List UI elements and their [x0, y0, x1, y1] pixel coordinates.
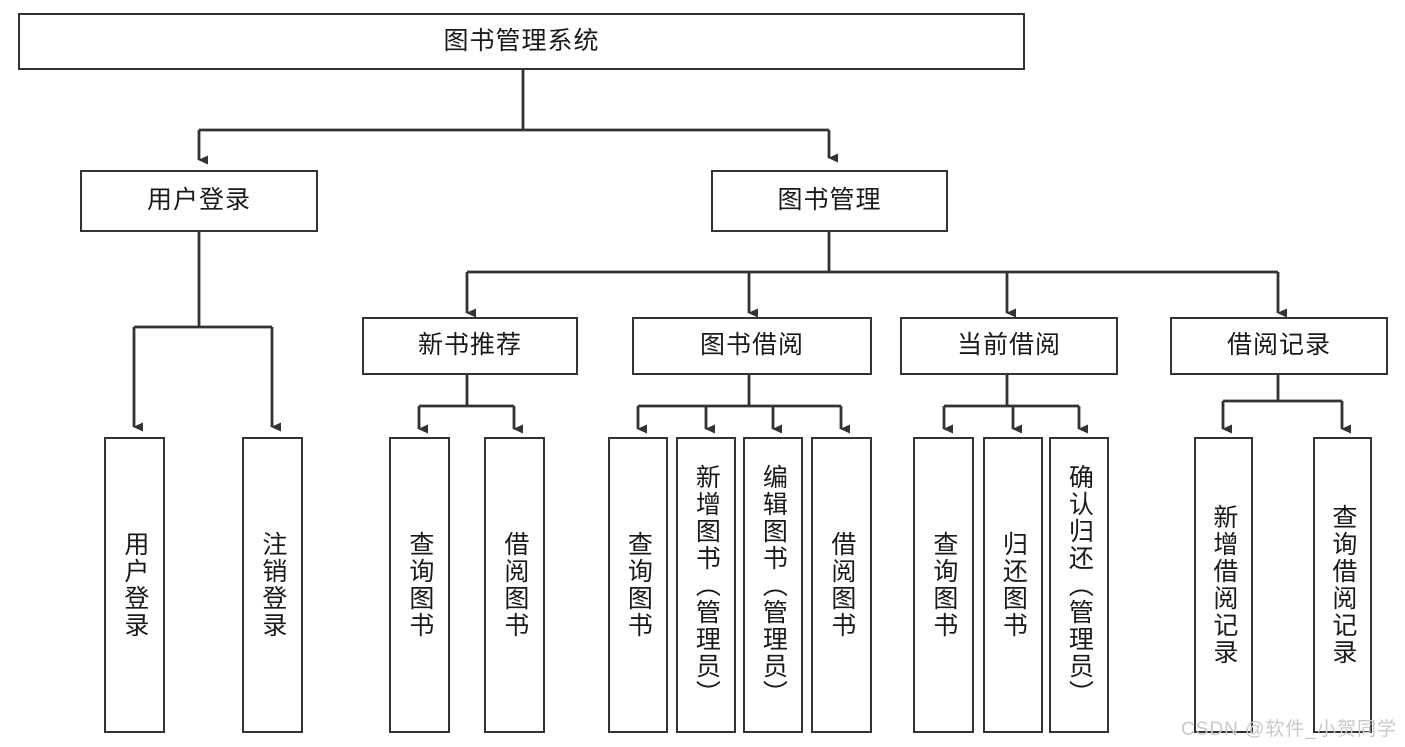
leaf-borrow-book[interactable]: 借阅图书 [811, 437, 872, 733]
node-label: 新增借阅记录 [1209, 504, 1238, 666]
node-label: 查询图书 [624, 531, 653, 639]
node-label: 确认归还（管理员） [1065, 463, 1094, 707]
node-root-system[interactable]: 图书管理系统 [18, 13, 1025, 70]
node-label: 查询借阅记录 [1328, 504, 1357, 666]
node-borrow-records[interactable]: 借阅记录 [1170, 317, 1388, 375]
node-label: 图书管理系统 [443, 26, 600, 55]
node-label: 查询图书 [929, 531, 958, 639]
leaf-query-book-borrow[interactable]: 查询图书 [608, 437, 668, 733]
leaf-user-login[interactable]: 用户登录 [104, 437, 165, 733]
node-label: 图书管理 [777, 186, 882, 215]
node-label: 编辑图书（管理员） [759, 463, 788, 707]
node-label: 新增图书（管理员） [692, 463, 721, 707]
node-label: 归还图书 [999, 531, 1028, 639]
node-label: 借阅图书 [827, 531, 856, 639]
leaf-add-book-admin[interactable]: 新增图书（管理员） [676, 437, 736, 733]
leaf-return-book[interactable]: 归还图书 [983, 437, 1043, 733]
leaf-query-book-recommend[interactable]: 查询图书 [389, 437, 450, 733]
leaf-borrow-book-recommend[interactable]: 借阅图书 [484, 437, 545, 733]
leaf-add-borrow-record[interactable]: 新增借阅记录 [1194, 437, 1253, 733]
leaf-query-book-current[interactable]: 查询图书 [913, 437, 974, 733]
node-user-login[interactable]: 用户登录 [80, 170, 318, 232]
node-label: 借阅图书 [500, 531, 529, 639]
node-label: 用户登录 [146, 186, 251, 215]
leaf-query-borrow-record[interactable]: 查询借阅记录 [1313, 437, 1372, 733]
leaf-edit-book-admin[interactable]: 编辑图书（管理员） [743, 437, 803, 733]
node-label: 查询图书 [405, 531, 434, 639]
node-book-management[interactable]: 图书管理 [711, 170, 948, 232]
csdn-watermark: CSDN @软件_小贺同学 [1181, 719, 1397, 740]
node-label: 借阅记录 [1226, 331, 1331, 360]
node-current-borrow[interactable]: 当前借阅 [900, 317, 1118, 375]
node-label: 当前借阅 [956, 331, 1061, 360]
node-label: 新书推荐 [417, 331, 522, 360]
node-label: 图书借阅 [699, 331, 804, 360]
node-label: 用户登录 [120, 531, 149, 639]
node-label: 注销登录 [258, 531, 287, 639]
node-new-book-recommend[interactable]: 新书推荐 [362, 317, 578, 375]
node-book-borrow[interactable]: 图书借阅 [632, 317, 872, 375]
leaf-confirm-return-admin[interactable]: 确认归还（管理员） [1049, 437, 1109, 733]
leaf-logout-login[interactable]: 注销登录 [242, 437, 303, 733]
